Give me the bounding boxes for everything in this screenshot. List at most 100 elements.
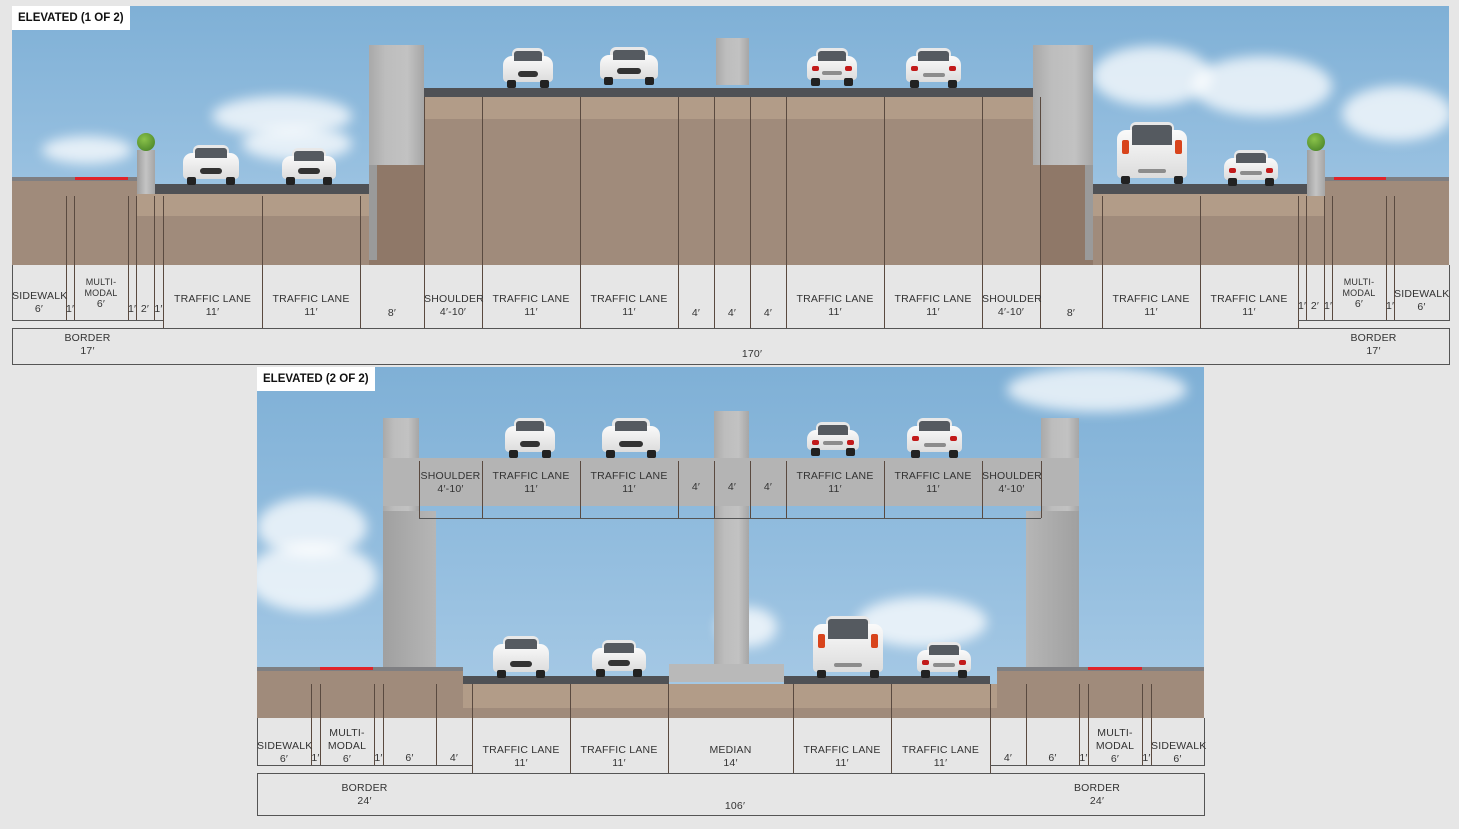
planter-left bbox=[137, 150, 155, 196]
divider-line bbox=[580, 461, 581, 518]
car-icon bbox=[813, 616, 883, 678]
divider-line bbox=[1386, 196, 1387, 320]
car-icon bbox=[917, 642, 971, 678]
median-base bbox=[669, 664, 784, 682]
bush-icon bbox=[1307, 133, 1325, 151]
car-icon bbox=[906, 48, 961, 88]
divider-line bbox=[257, 718, 258, 766]
upper-deck bbox=[383, 458, 1079, 506]
segment-label: 1′ bbox=[1386, 300, 1395, 312]
divider-line bbox=[424, 97, 425, 328]
divider-line bbox=[786, 461, 787, 518]
right-ground bbox=[1325, 180, 1449, 265]
divider-line bbox=[374, 684, 375, 765]
segment-label: 1′ bbox=[66, 303, 75, 315]
frontage-road-right bbox=[1093, 184, 1308, 194]
segment-label: 4′ bbox=[727, 307, 737, 319]
segment-label: 1′ bbox=[1324, 300, 1333, 312]
divider-line bbox=[786, 97, 787, 328]
segment-label: 2′ bbox=[1310, 300, 1320, 312]
divider-line bbox=[990, 684, 991, 773]
right-ground bbox=[997, 670, 1204, 718]
segment-label: 1′ bbox=[128, 303, 137, 315]
divider-line bbox=[1449, 265, 1450, 321]
divider-line bbox=[482, 97, 483, 328]
deck-segment-label: 4′ bbox=[763, 481, 773, 493]
divider-line bbox=[668, 684, 669, 773]
car-icon bbox=[807, 422, 859, 456]
divider-line bbox=[1088, 684, 1089, 765]
divider-line bbox=[154, 196, 155, 320]
divider-line bbox=[383, 684, 384, 765]
segment-label: 4′ bbox=[763, 307, 773, 319]
left-ground bbox=[257, 670, 463, 718]
segment-label: 2′ bbox=[140, 303, 150, 315]
car-icon bbox=[602, 418, 660, 458]
road-left bbox=[463, 676, 669, 684]
car-icon bbox=[183, 145, 239, 185]
divider-line bbox=[1041, 461, 1042, 518]
divider-line bbox=[419, 461, 420, 518]
bike-lane-marker-right bbox=[1088, 667, 1142, 670]
elevated-deck-road bbox=[424, 88, 1040, 97]
divider-line bbox=[12, 265, 13, 321]
divider-line bbox=[793, 684, 794, 773]
divider-line bbox=[678, 461, 679, 518]
divider-line bbox=[1079, 684, 1080, 765]
segment-label: 8′ bbox=[1066, 307, 1076, 319]
divider-line bbox=[891, 684, 892, 773]
frontage-road-left bbox=[155, 184, 370, 194]
car-icon bbox=[592, 640, 646, 677]
segment-label: 1′ bbox=[374, 752, 383, 764]
section-title: ELEVATED (1 OF 2) bbox=[12, 6, 130, 30]
segment-label: 1′ bbox=[1079, 752, 1088, 764]
elevated-section-1: ELEVATED (1 OF 2) S bbox=[0, 0, 1459, 366]
divider-line bbox=[136, 196, 137, 320]
car-icon bbox=[505, 418, 555, 458]
divider-line bbox=[580, 97, 581, 328]
divider-line bbox=[163, 196, 164, 328]
segment-label: 1′ bbox=[1142, 752, 1151, 764]
road-right bbox=[784, 676, 990, 684]
divider-line bbox=[320, 684, 321, 765]
car-icon bbox=[807, 48, 857, 86]
segment-label: 8′ bbox=[387, 307, 397, 319]
divider-line bbox=[570, 684, 571, 773]
divider-line bbox=[884, 97, 885, 328]
car-icon bbox=[503, 48, 553, 88]
divider-line bbox=[1102, 196, 1103, 328]
total-width: 106′ bbox=[724, 800, 746, 812]
segment-label: 4′ bbox=[449, 752, 459, 764]
divider-line bbox=[436, 684, 437, 765]
deck-segment-label: 4′ bbox=[691, 481, 701, 493]
divider-line bbox=[884, 461, 885, 518]
divider-line bbox=[1142, 684, 1143, 765]
divider-line bbox=[1298, 196, 1299, 328]
divider-line bbox=[74, 196, 75, 320]
divider-line bbox=[360, 196, 361, 328]
car-icon bbox=[1224, 150, 1278, 186]
divider-line bbox=[678, 97, 679, 328]
bike-lane-marker-left bbox=[320, 667, 373, 670]
bike-lane-marker-left bbox=[75, 177, 128, 180]
